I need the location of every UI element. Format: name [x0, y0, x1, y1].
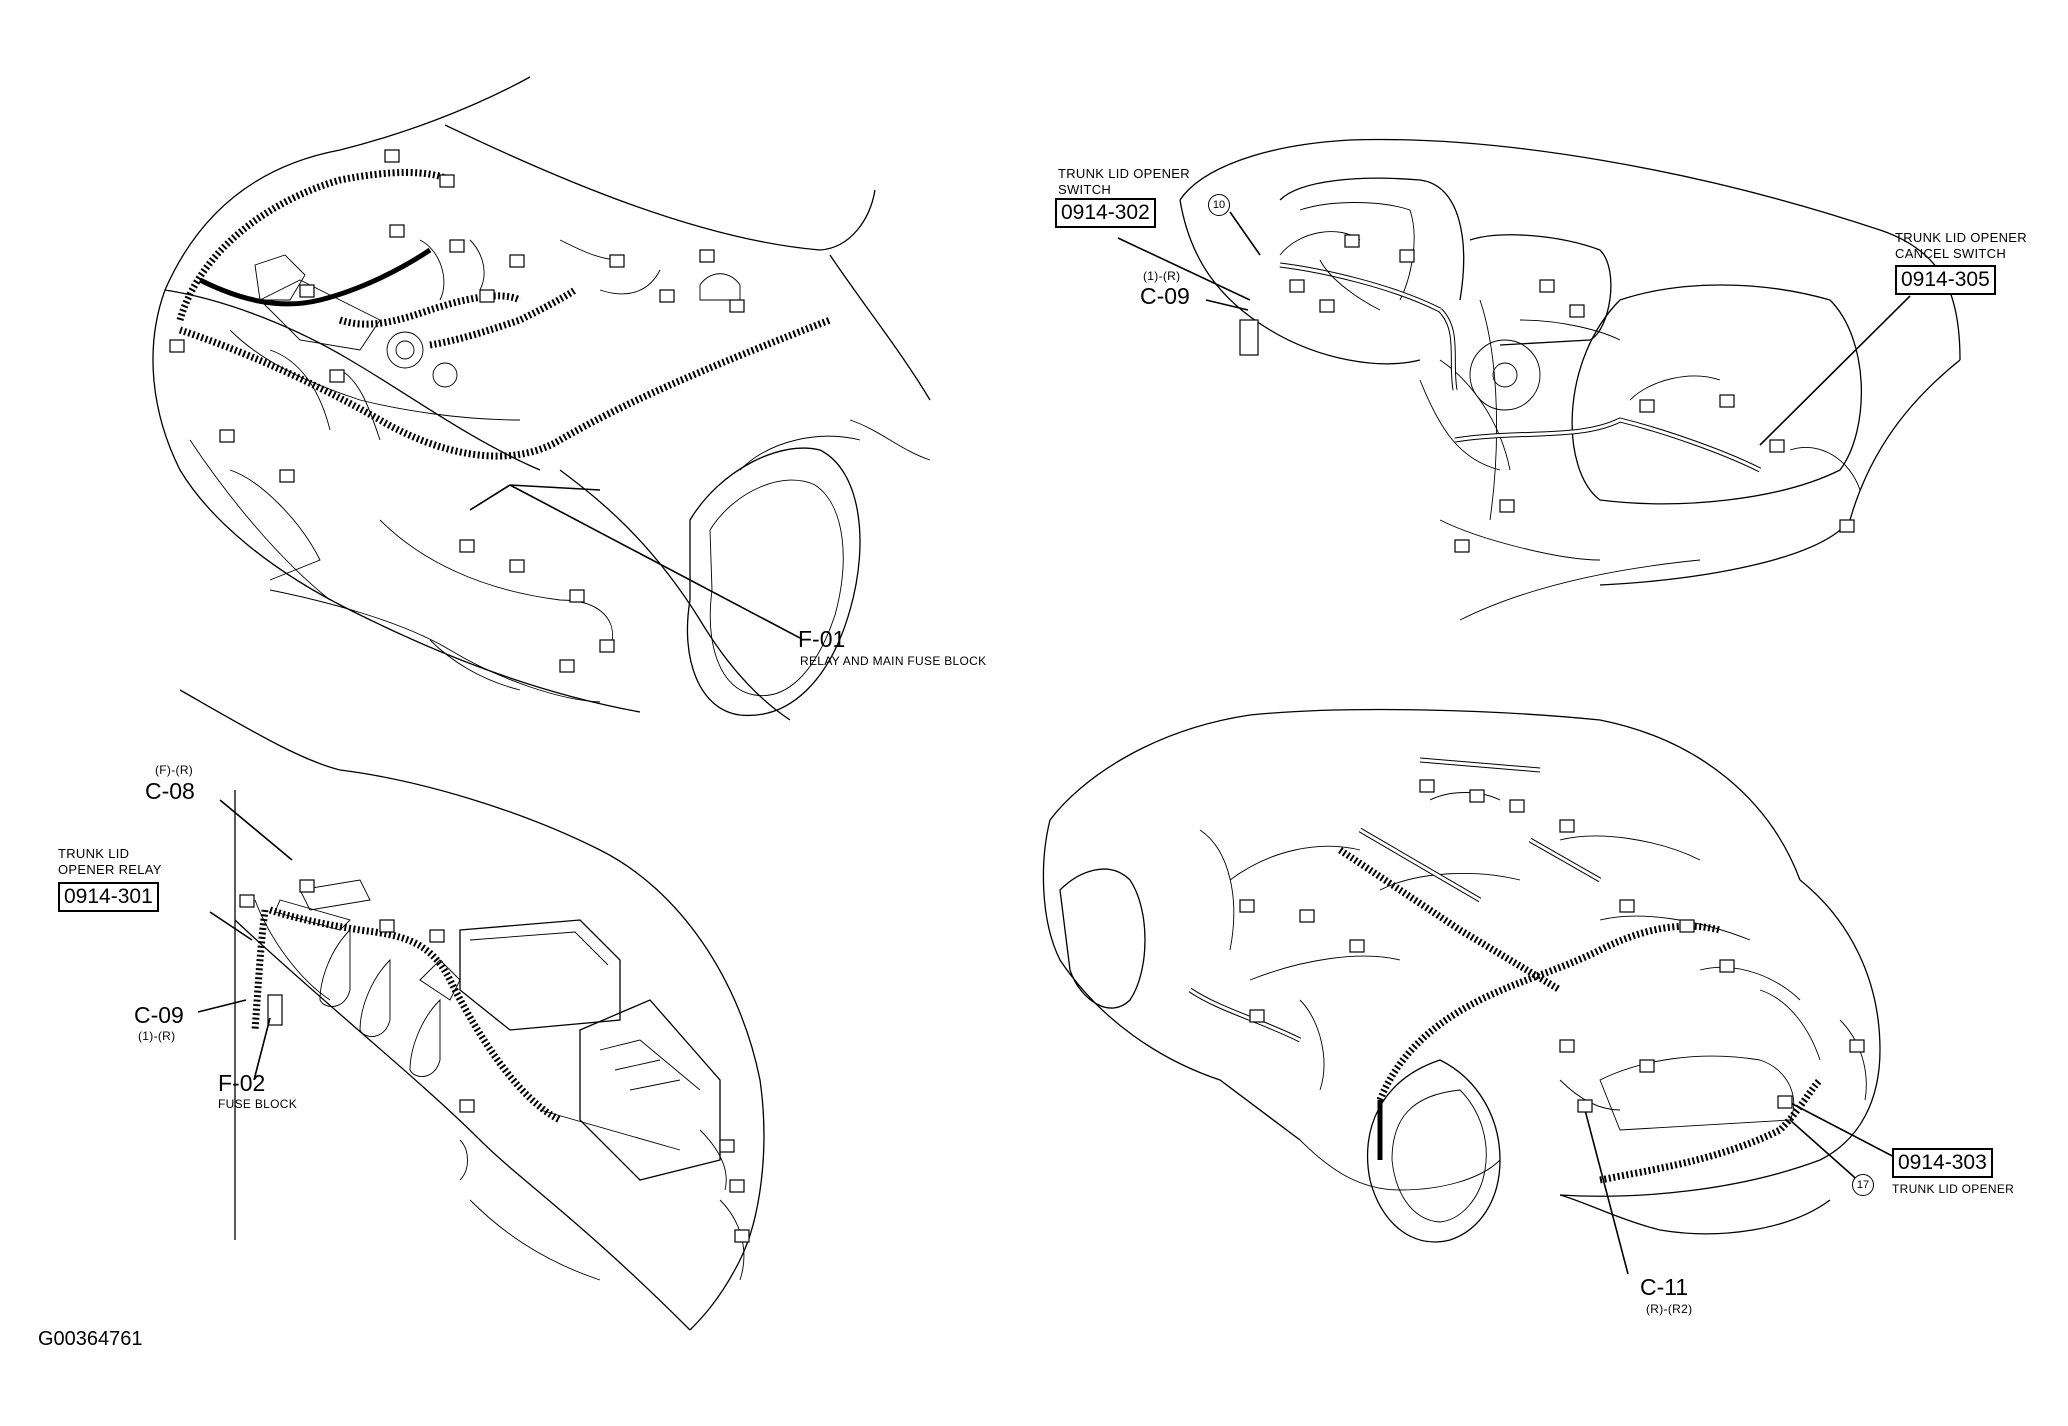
- cancel-switch-caption: TRUNK LID OPENER CANCEL SWITCH: [1895, 230, 2027, 261]
- c09-top-sub: (1)-(R): [1143, 269, 1181, 283]
- cancel-switch-ref-box: 0914-305: [1895, 265, 1996, 296]
- f02-caption: FUSE BLOCK: [218, 1097, 298, 1111]
- c09-bottom-code: C-09: [134, 1002, 184, 1028]
- circle-17-marker: 17: [1852, 1174, 1874, 1196]
- cabin-left-view: [179, 689, 765, 1331]
- c09-bottom-sub: (1)-(R): [138, 1029, 176, 1043]
- leader-lines: [197, 211, 1911, 1275]
- trunk-switch-caption: TRUNK LID OPENER SWITCH: [1058, 166, 1190, 197]
- c11-sub: (R)-(R2): [1646, 1302, 1693, 1316]
- instrument-panel-view: [1179, 138, 1961, 621]
- c08-sub: (F)-(R): [155, 763, 194, 777]
- f01-caption: RELAY AND MAIN FUSE BLOCK: [800, 654, 987, 668]
- relay-ref-box: 0914-301: [58, 882, 159, 913]
- trunk-opener-ref-box: 0914-303: [1892, 1148, 1993, 1179]
- rear-body-view: [1042, 708, 1881, 1243]
- f02-code: F-02: [218, 1070, 266, 1096]
- trunk-opener-caption: TRUNK LID OPENER: [1892, 1182, 2015, 1196]
- c09-top-code: C-09: [1140, 283, 1190, 309]
- engine-bay-view: [152, 76, 931, 721]
- circle-10-marker: 10: [1208, 194, 1230, 216]
- trunk-switch-ref-box: 0914-302: [1055, 198, 1156, 229]
- connector-markers: [169, 149, 1865, 1243]
- c11-code: C-11: [1640, 1274, 1689, 1300]
- c08-code: C-08: [145, 778, 195, 804]
- relay-caption: TRUNK LID OPENER RELAY: [58, 846, 162, 877]
- figure-id: G00364761: [38, 1328, 143, 1350]
- f01-code: F-01: [798, 626, 846, 652]
